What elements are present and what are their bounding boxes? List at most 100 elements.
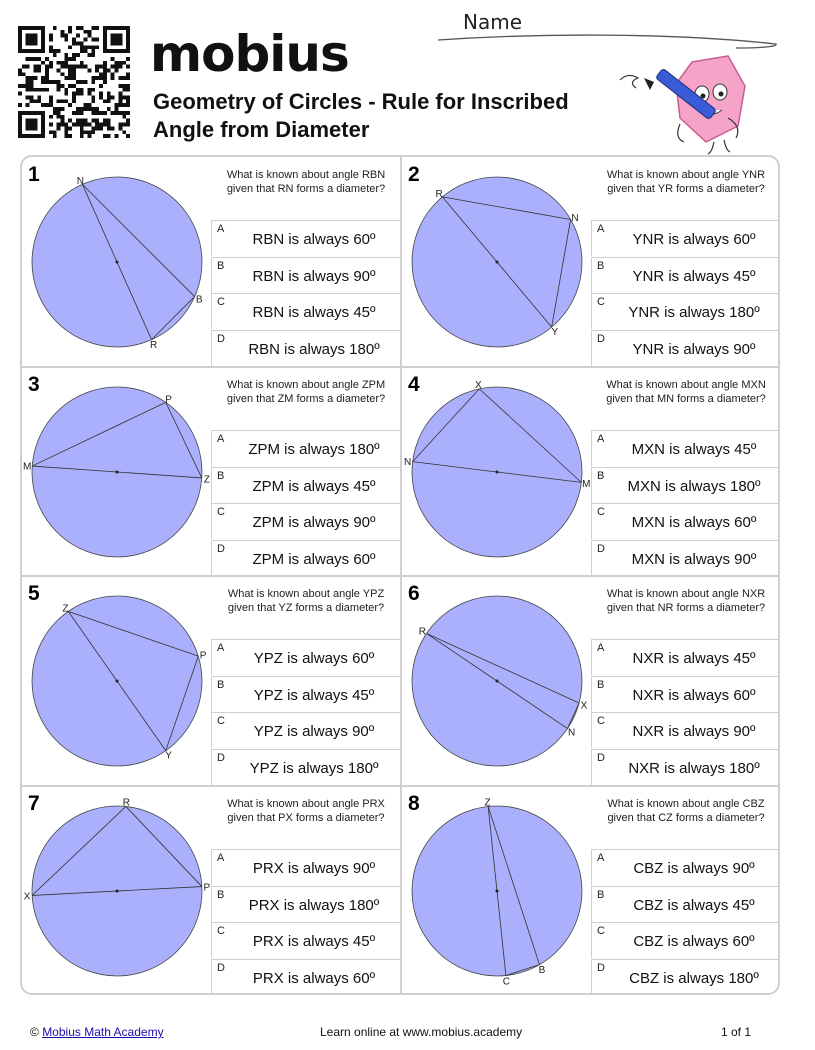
answer-option-d[interactable]: D ZPM is always 60º: [211, 540, 400, 576]
option-text: MXN is always 45º: [631, 441, 757, 458]
circle-diagram: NBR: [31, 176, 203, 351]
triangle-side: [442, 196, 571, 220]
answer-option-a[interactable]: A MXN is always 45º: [591, 430, 778, 466]
option-letter: D: [217, 752, 225, 764]
option-letter: A: [217, 852, 225, 864]
answer-option-a[interactable]: A ZPM is always 180º: [211, 430, 400, 466]
answer-option-d[interactable]: D YPZ is always 180º: [211, 749, 400, 785]
option-text: CBZ is always 180º: [629, 970, 759, 987]
triangle-side: [479, 388, 582, 483]
circle-diagram: RNY: [411, 176, 583, 348]
option-letter: C: [217, 506, 225, 518]
triangle-side: [426, 633, 580, 704]
question-text: What is known about angle PRX given that…: [227, 798, 385, 824]
triangle-side: [551, 219, 572, 328]
copyright-symbol: ©: [30, 1025, 39, 1039]
question-number: 2: [408, 163, 420, 186]
triangle-side: [82, 184, 195, 297]
point-label: N: [571, 213, 578, 224]
circle-diagram: RXN: [411, 595, 588, 767]
point-label: X: [24, 892, 31, 903]
question-7: 7 What is known about angle PRX given tha…: [22, 786, 401, 993]
point-label: B: [196, 295, 203, 306]
point-label: R: [123, 797, 130, 808]
option-letter: A: [597, 852, 605, 864]
option-text: CBZ is always 60º: [633, 933, 755, 950]
triangle-side: [165, 656, 199, 751]
footer-page-number: 1 of 1: [721, 1025, 752, 1039]
option-letter: A: [597, 433, 605, 445]
option-text: YPZ is always 180º: [249, 760, 379, 777]
option-letter: D: [597, 752, 605, 764]
name-label: Name: [463, 10, 523, 34]
option-letter: A: [217, 433, 225, 445]
point-label: R: [150, 340, 157, 351]
question-number: 3: [28, 373, 40, 396]
question-text: What is known about angle YPZ given that…: [227, 588, 385, 614]
option-text: ZPM is always 60º: [252, 551, 376, 568]
option-text: PRX is always 60º: [252, 970, 376, 987]
triangle-side: [68, 610, 199, 657]
question-number: 7: [28, 792, 40, 815]
point-label: Z: [62, 603, 68, 614]
option-letter: B: [217, 470, 225, 482]
option-letter: A: [597, 223, 605, 235]
option-text: YPZ is always 45º: [253, 687, 375, 704]
option-text: RBN is always 180º: [248, 341, 380, 358]
option-letter: D: [217, 543, 225, 555]
grid-divider-row-2: [22, 575, 778, 577]
option-text: YNR is always 180º: [628, 304, 760, 321]
center-point: [115, 679, 119, 683]
question-text: What is known about angle MXN given that…: [606, 379, 766, 405]
option-letter: A: [217, 642, 225, 654]
point-label: P: [204, 882, 211, 893]
option-letter: D: [597, 962, 605, 974]
mobius-academy-link[interactable]: Mobius Math Academy: [42, 1025, 164, 1039]
option-letter: C: [217, 296, 225, 308]
option-letter: C: [597, 506, 605, 518]
option-letter: C: [597, 296, 605, 308]
option-text: YPZ is always 90º: [253, 723, 375, 740]
option-letter: A: [597, 642, 605, 654]
circle-diagram: ZBC: [411, 797, 583, 988]
answer-option-c[interactable]: C YNR is always 180º: [591, 293, 778, 329]
option-letter: A: [217, 223, 225, 235]
center-point: [495, 889, 499, 893]
option-text: NXR is always 60º: [632, 687, 756, 704]
answer-option-d[interactable]: D CBZ is always 180º: [591, 959, 778, 993]
question-text: What is known about angle RBN given that…: [226, 169, 386, 195]
option-text: ZPM is always 180º: [248, 441, 380, 458]
option-letter: B: [217, 889, 225, 901]
